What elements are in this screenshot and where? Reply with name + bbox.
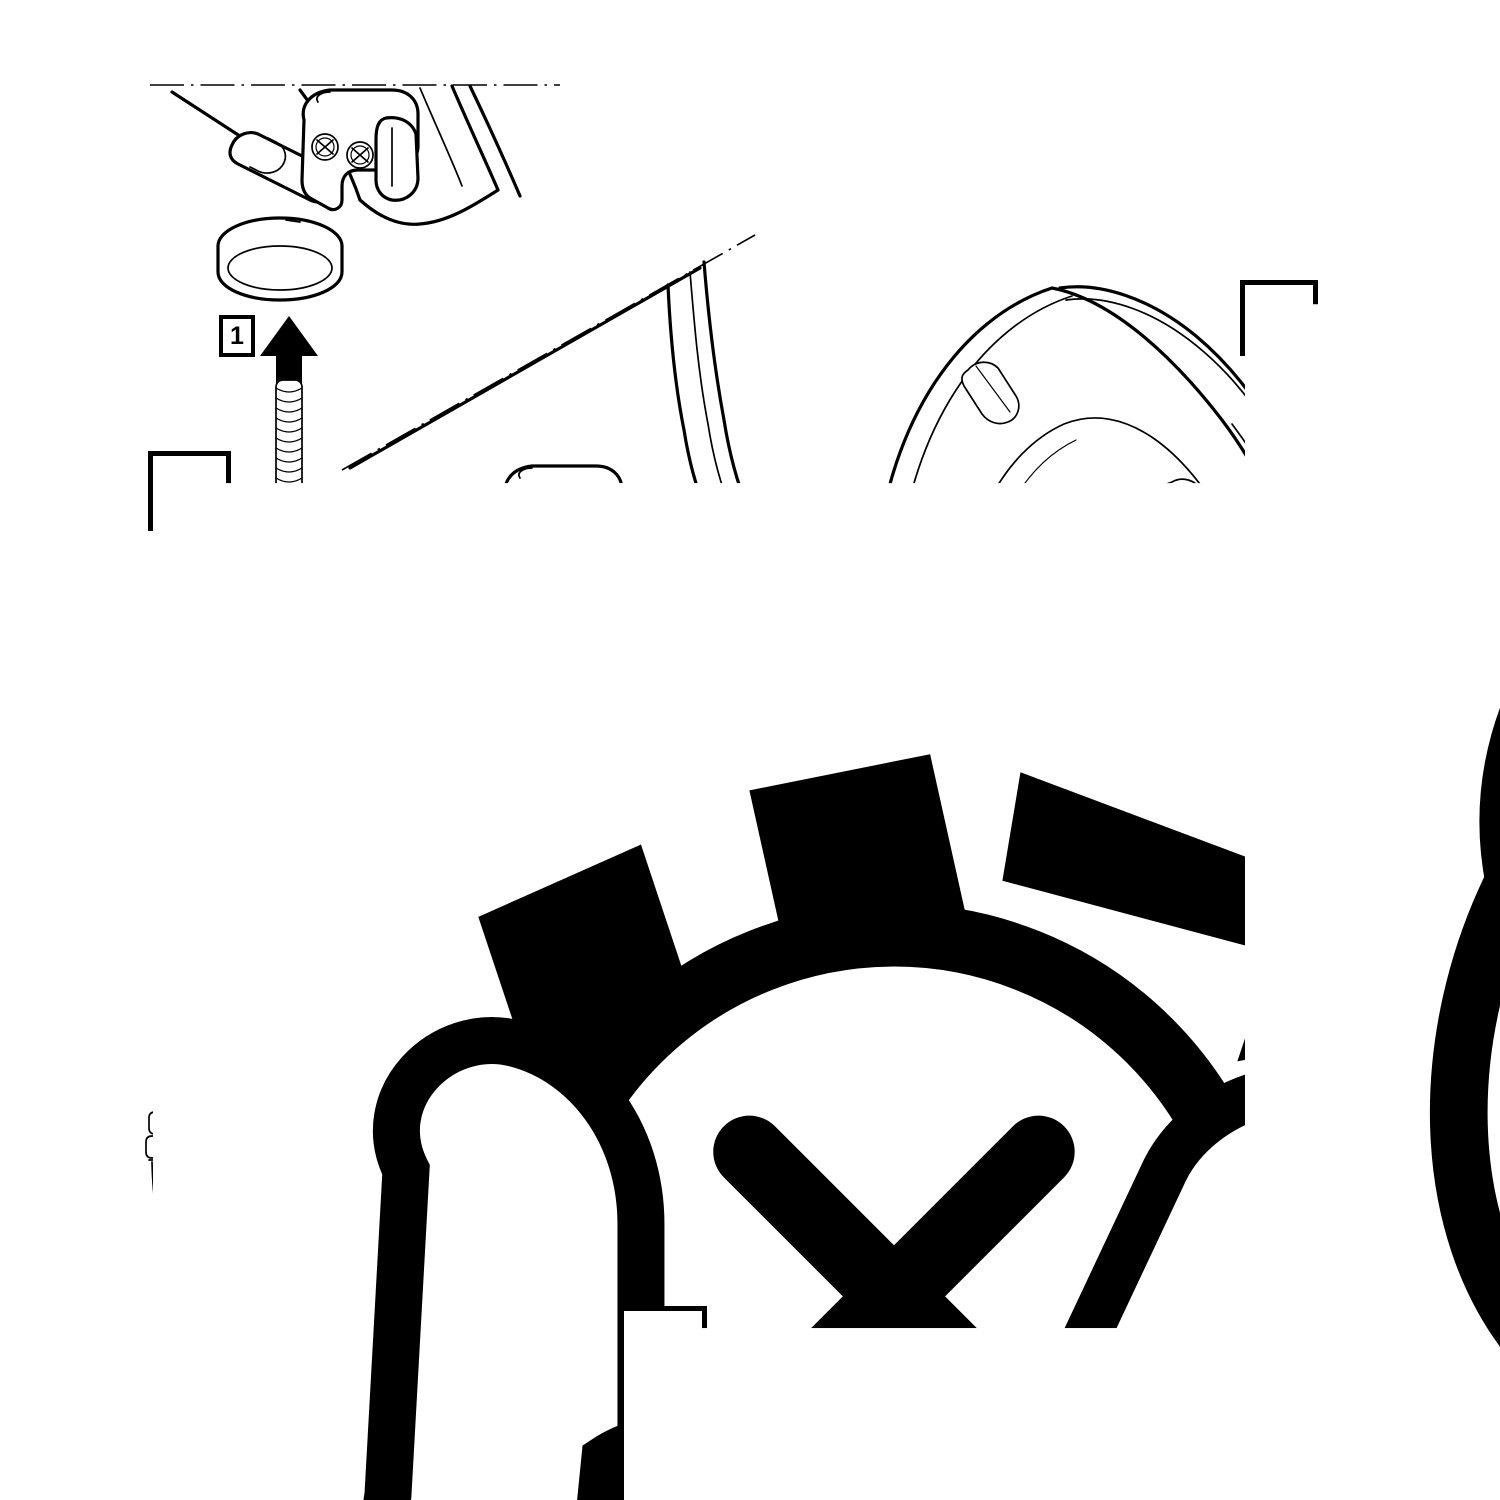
step-box-1-left-top: 1 [219, 315, 255, 357]
hinge-bracket-top-group [170, 84, 522, 302]
hold-with-both-hands-icon [1240, 280, 1500, 1500]
rotate-nut-icon [619, 1306, 1500, 1500]
do-not-rotate-icon [148, 451, 1500, 1500]
arrow-up-step1-left [260, 316, 318, 390]
seat-bumper-pad [961, 361, 1020, 425]
